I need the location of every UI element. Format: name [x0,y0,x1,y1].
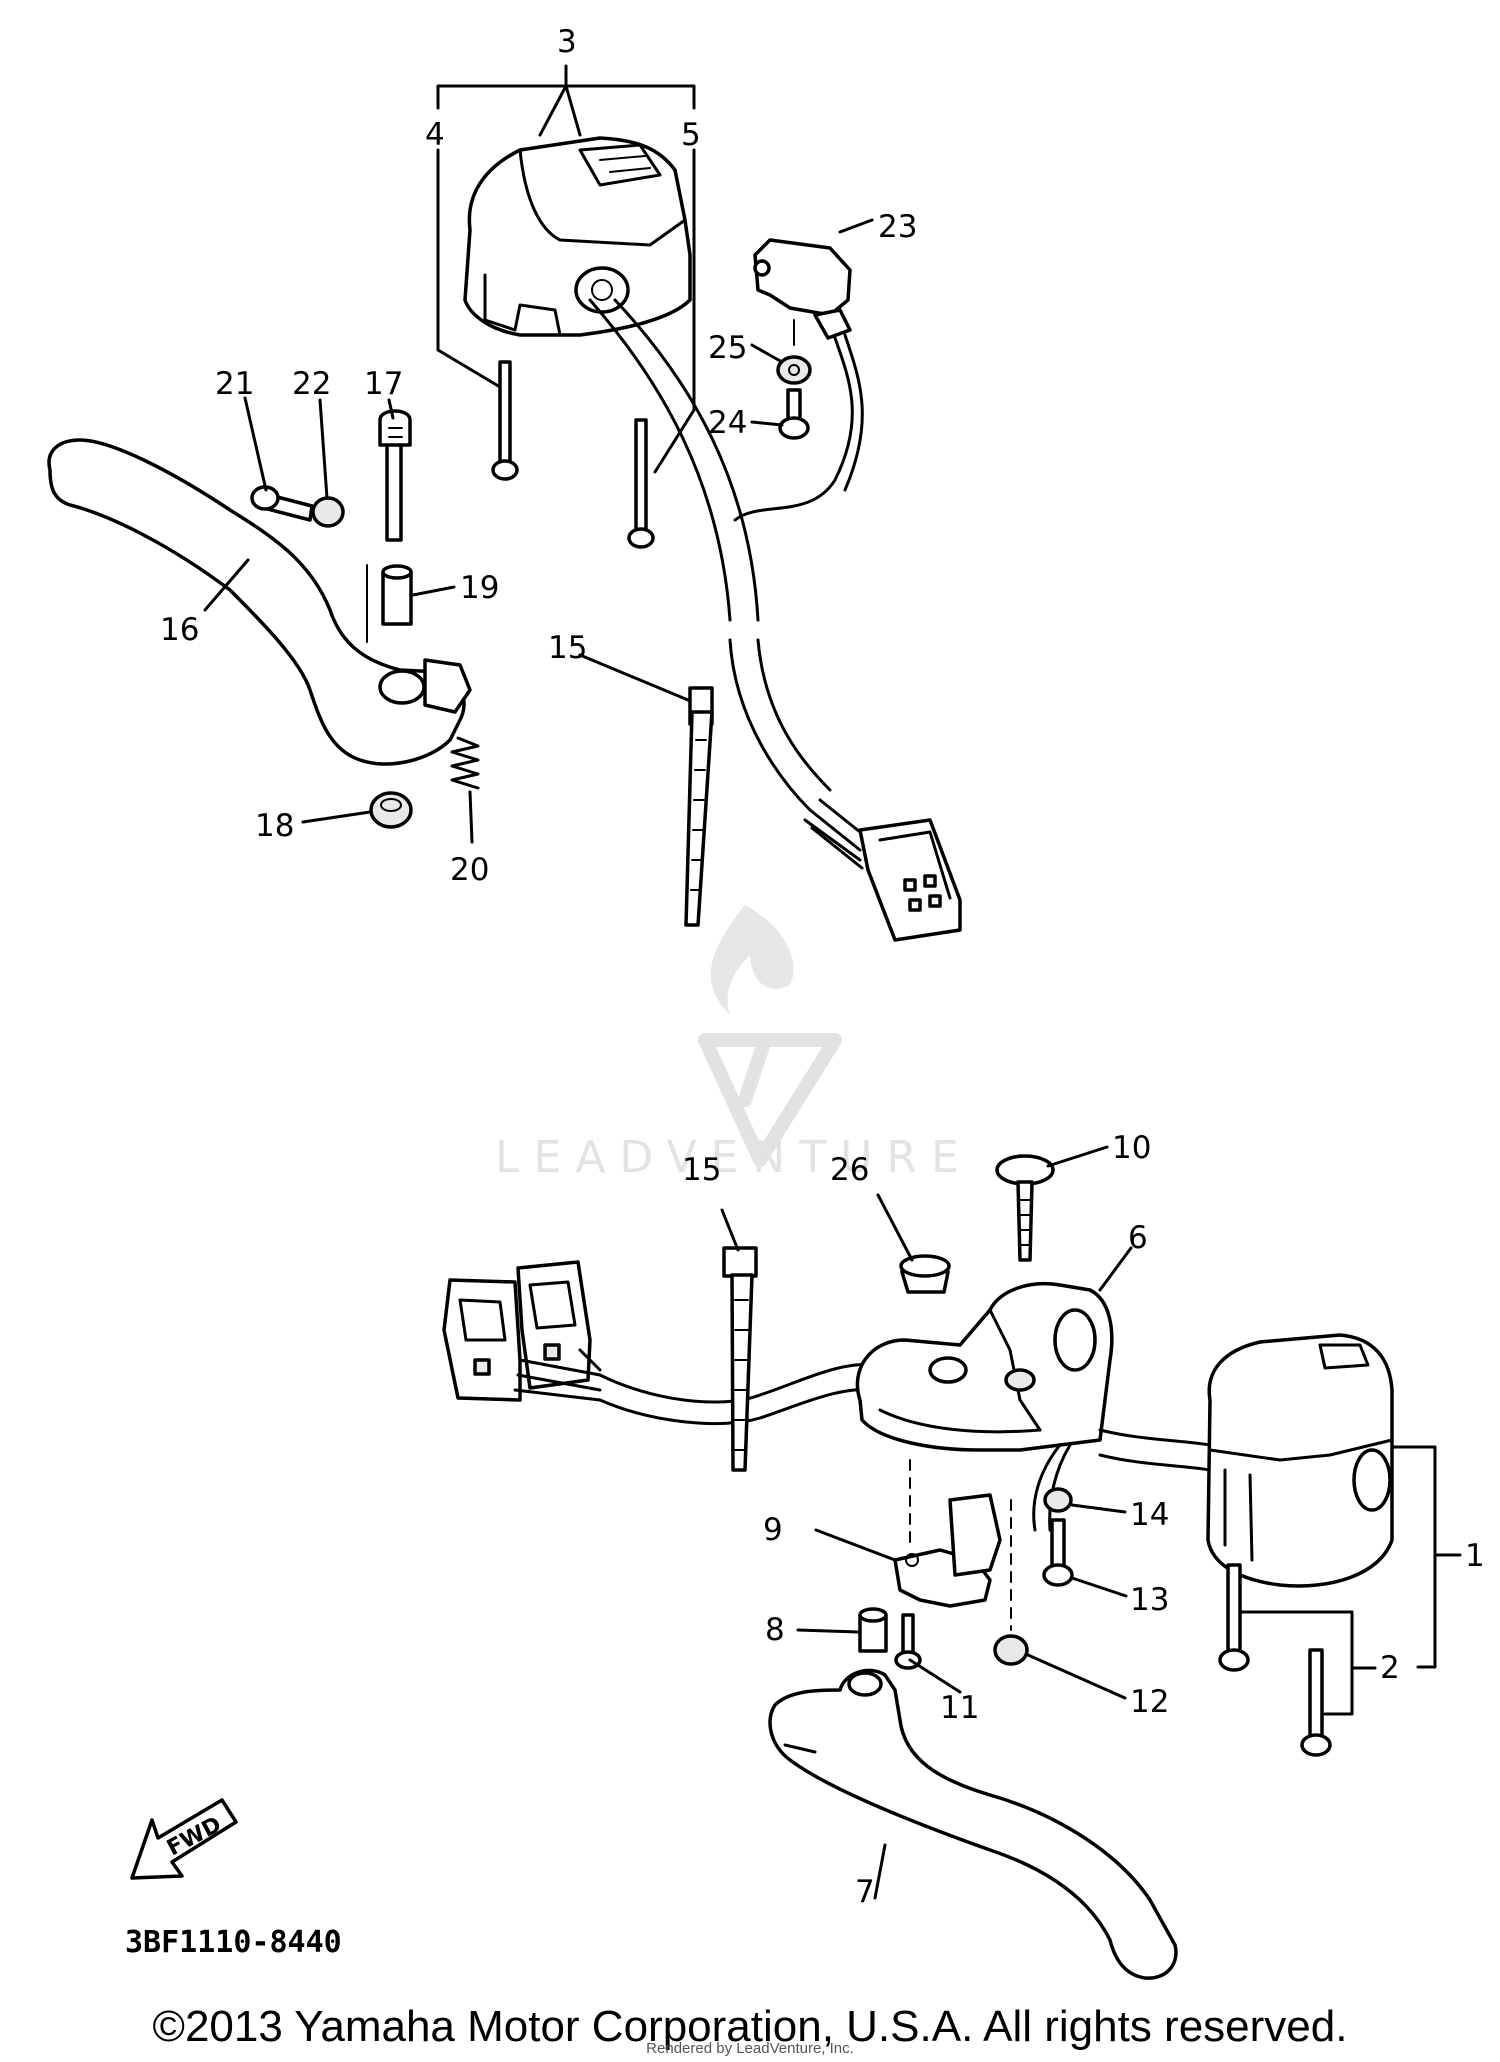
cable-tie-upper [684,686,714,927]
callout-1: 1 [1465,1538,1485,1574]
locknut-22 [311,496,345,528]
callout-26: 26 [830,1152,869,1188]
upper-connector [858,818,962,942]
callout-14: 14 [1130,1497,1169,1533]
callout-24: 24 [708,405,747,441]
leader-lines [203,218,1133,1900]
callout-11: 11 [940,1690,979,1726]
lower-assembly: FWD [130,1154,1462,1980]
callout-12: 12 [1130,1684,1169,1720]
pivot-bolt-17 [378,409,412,542]
screw-13 [1042,1518,1074,1587]
callout-19: 19 [460,570,499,606]
callout-8: 8 [765,1612,785,1648]
callout-3: 3 [557,24,577,60]
adjust-bolt-21 [250,485,314,522]
fwd-arrow-icon: FWD [130,1798,238,1880]
callout-2: 2 [1380,1650,1400,1686]
callout-16: 16 [160,612,199,648]
screw-10 [995,1154,1055,1262]
callout-22: 22 [292,366,331,402]
screws-2 [1218,1563,1332,1757]
callout-17: 17 [364,366,403,402]
bracket-6 [855,1282,1114,1452]
callout-7: 7 [855,1874,875,1910]
callout-13: 13 [1130,1582,1169,1618]
spring-20 [450,736,480,790]
nut-14 [1043,1487,1073,1513]
screw-5 [627,418,655,549]
upper-assembly [47,64,962,942]
brake-switch-23 [733,238,864,522]
screw-11 [894,1613,922,1670]
callout-10: 10 [1112,1130,1151,1166]
callout-18: 18 [255,808,294,844]
diagram-code: 3BF1110-8440 [125,1925,342,1960]
screw-24 [778,388,810,440]
nut-18 [369,791,413,829]
right-switch-housing [1206,1333,1394,1588]
plug-26 [899,1254,951,1294]
nut-25 [776,355,812,385]
collar-8 [858,1607,888,1653]
callout-21: 21 [215,366,254,402]
brake-switch-9 [893,1493,1002,1608]
callout-4: 4 [425,117,445,153]
callout-numbers: 3 4 5 23 25 24 21 22 17 19 16 15 18 20 1… [160,24,1485,1910]
cable-tie-lower [722,1246,758,1472]
callout-6: 6 [1128,1220,1148,1256]
clutch-lever-16 [47,438,472,766]
callout-23: 23 [878,209,917,245]
screw-4 [491,360,519,481]
left-switch-housing [463,136,692,337]
rendered-by-note: Rendered by LeadVenture, Inc. [646,2040,854,2057]
callout-9: 9 [763,1512,783,1548]
callout-20: 20 [450,852,489,888]
leadventure-watermark: LEADVENTURE [495,905,973,1183]
brake-lever-7 [768,1668,1178,1980]
watermark-text: LEADVENTURE [495,1132,973,1183]
callout-15-upper: 15 [548,630,587,666]
callout-25: 25 [708,330,747,366]
nut-12 [993,1634,1029,1666]
callout-5: 5 [681,117,701,153]
collar-19 [381,564,413,626]
callout-15-lower: 15 [682,1152,721,1188]
copyright-notice: ©2013 Yamaha Motor Corporation, U.S.A. A… [152,2002,1348,2051]
lower-connectors [442,1260,602,1402]
